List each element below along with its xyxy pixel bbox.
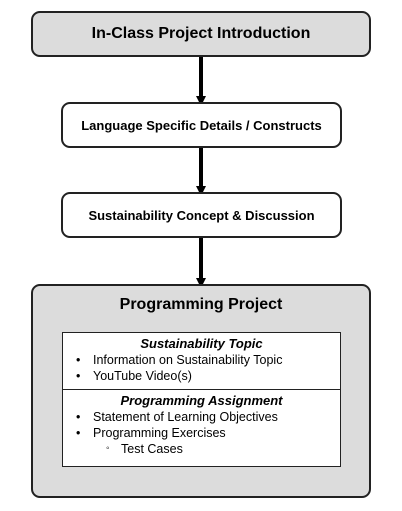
intro-label: In-Class Project Introduction (91, 25, 311, 42)
programming-assignment-heading: Programming Assignment (120, 393, 283, 408)
programming-assignment-section: Programming Assignment •Statement of Lea… (63, 390, 340, 457)
list-item: •Statement of Learning Objectives (76, 410, 278, 424)
list-item: ◦Test Cases (106, 442, 183, 456)
bullet-icon: • (76, 369, 81, 383)
programming-project-box: Programming Project Sustainability Topic… (31, 284, 371, 498)
programming-project-title: Programming Project (119, 296, 283, 313)
language-details-box: Language Specific Details / Constructs (61, 102, 342, 148)
intro-box: In-Class Project Introduction (31, 11, 371, 57)
sustainability-concept-box: Sustainability Concept & Discussion (61, 192, 342, 238)
sustainability-topic-list: •Information on Sustainability Topic •Yo… (63, 352, 340, 384)
list-item: •Programming Exercises (76, 426, 226, 440)
sub-bullet-icon: ◦ (106, 443, 110, 454)
sustainability-concept-label: Sustainability Concept & Discussion (88, 207, 315, 223)
sustainability-topic-section: Sustainability Topic •Information on Sus… (63, 333, 340, 390)
list-item: •YouTube Video(s) (76, 369, 192, 383)
list-item: •Information on Sustainability Topic (76, 353, 283, 367)
language-details-label: Language Specific Details / Constructs (81, 117, 322, 133)
bullet-icon: • (76, 426, 81, 440)
bullet-icon: • (76, 410, 81, 424)
sustainability-topic-heading: Sustainability Topic (140, 336, 263, 351)
project-details-panel: Sustainability Topic •Information on Sus… (62, 332, 341, 467)
programming-assignment-list: •Statement of Learning Objectives •Progr… (63, 409, 340, 457)
bullet-icon: • (76, 353, 81, 367)
